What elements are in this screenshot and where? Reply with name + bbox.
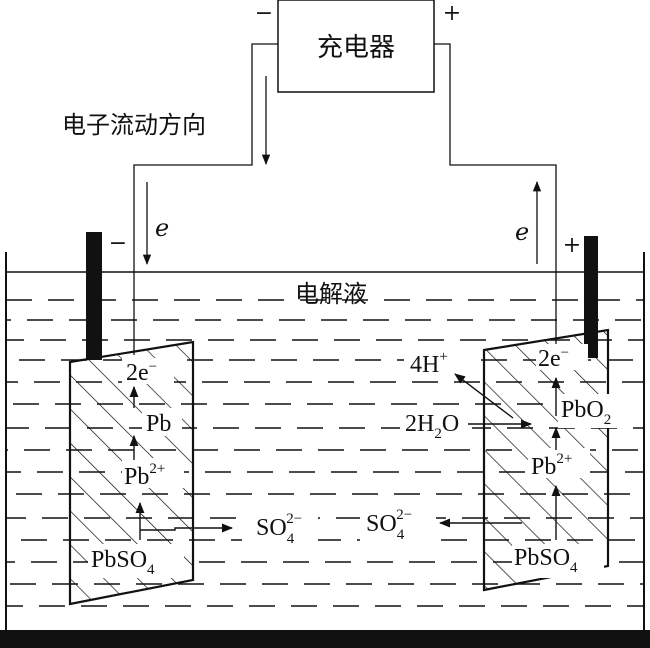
right-electrons: 2e− xyxy=(538,345,569,372)
sulfate-ion-left: SO42− xyxy=(256,511,302,547)
electron-symbol-left: e xyxy=(155,214,169,242)
right-lead-ion: Pb2+ xyxy=(531,451,572,480)
right-terminal xyxy=(584,236,598,358)
positive-wire xyxy=(434,43,557,355)
left-electrons: 2e− xyxy=(126,359,157,386)
solution-species: 4H+ 2H2O SO42− SO42− xyxy=(242,348,533,548)
right-terminal-sign: + xyxy=(563,233,581,258)
electron-symbol-right: e xyxy=(515,218,529,246)
electron-flow-label: 电子流动方向 xyxy=(62,111,206,139)
left-lead-sulfate: PbSO4 xyxy=(91,547,155,578)
left-terminal-sign: − xyxy=(109,231,127,256)
electrolyte-tank xyxy=(0,252,650,648)
electrolyte-label: 电解液 xyxy=(295,280,367,308)
sulfate-ion-right: SO42− xyxy=(366,507,412,543)
charger-box: 充电器 − + xyxy=(255,0,461,93)
external-circuit xyxy=(133,43,557,355)
electron-flow-arrows xyxy=(142,76,542,266)
charger-negative-sign: − xyxy=(255,1,273,26)
right-electrode: + 2e− PbO2 Pb2+ PbSO4 xyxy=(482,233,628,592)
right-lead-sulfate: PbSO4 xyxy=(514,545,578,576)
water: 2H2O xyxy=(405,411,459,442)
right-lead-dioxide: PbO2 xyxy=(561,397,611,428)
plate-to-hydrogen-arrow xyxy=(454,373,514,419)
left-electrode: − 2e− Pb Pb2+ PbSO4 xyxy=(68,231,234,606)
left-terminal xyxy=(86,232,102,360)
charger-label: 充电器 xyxy=(317,33,395,63)
hydrogen-ion: 4H+ xyxy=(410,349,448,378)
left-lead-ion: Pb2+ xyxy=(124,461,165,490)
charger-positive-sign: + xyxy=(443,1,461,26)
left-lead: Pb xyxy=(146,411,171,437)
negative-wire xyxy=(133,43,278,355)
